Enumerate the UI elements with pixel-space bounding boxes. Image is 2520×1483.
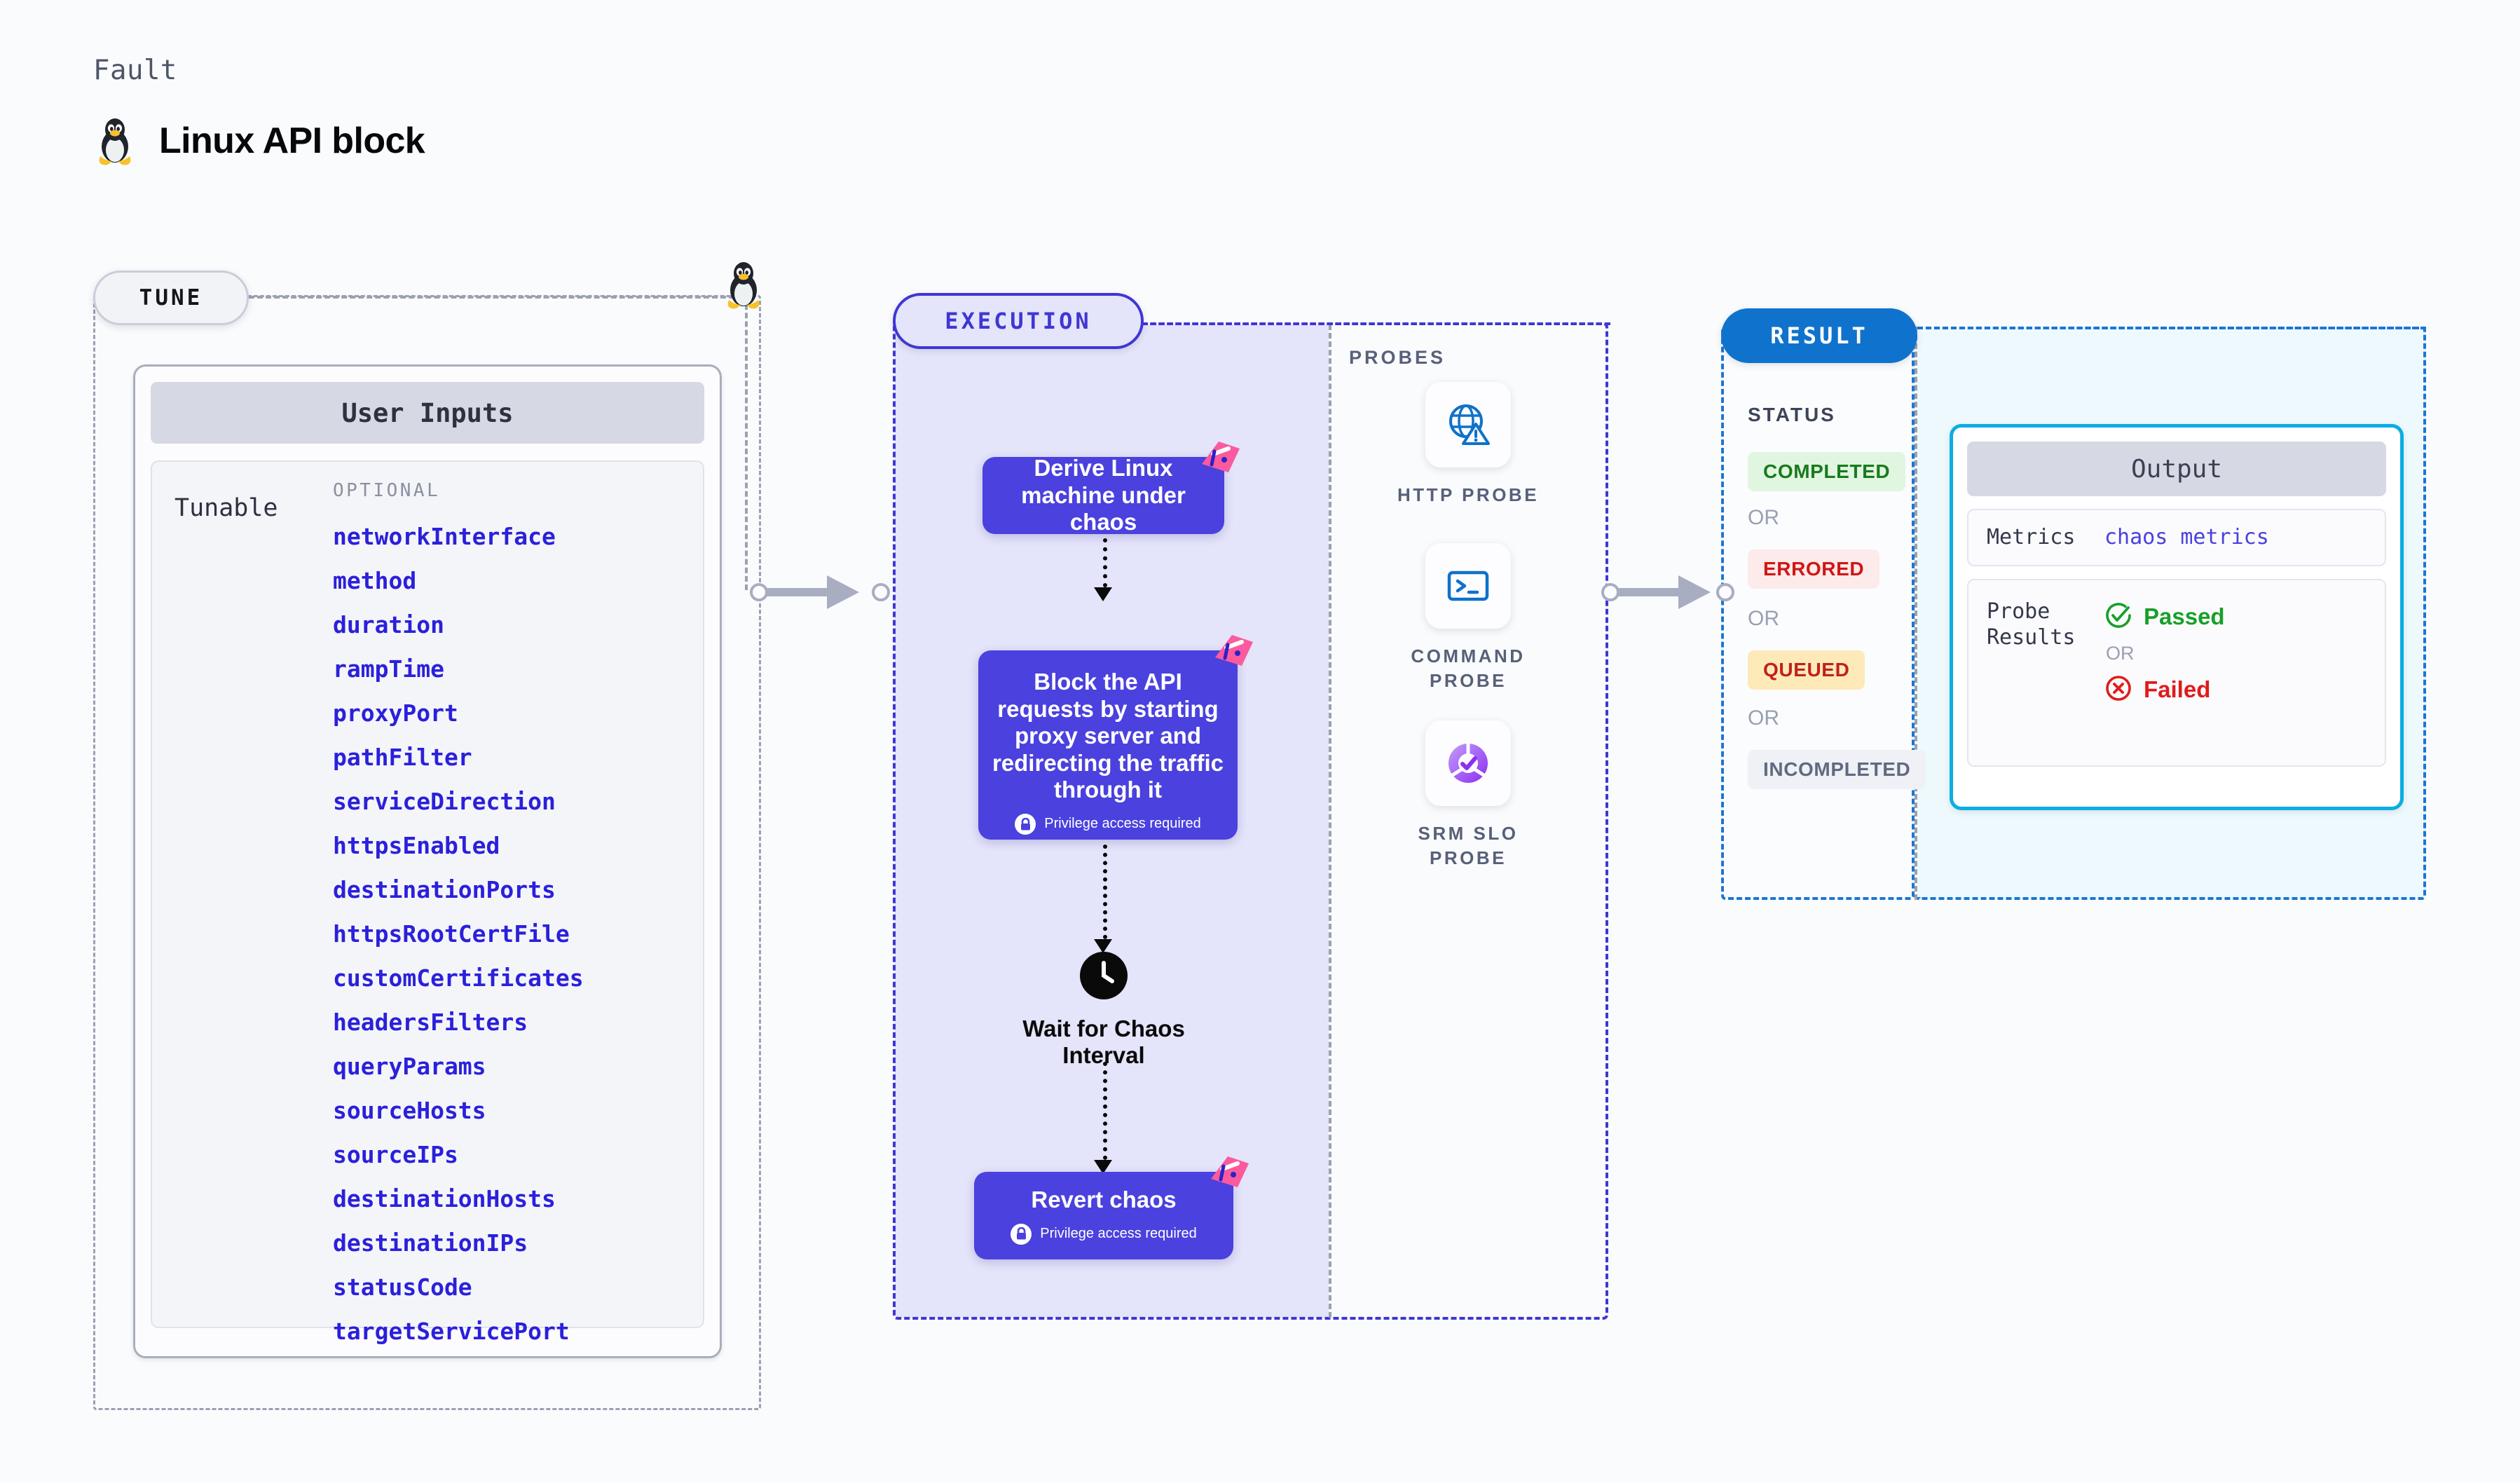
param-item[interactable]: sourceHosts <box>333 1097 486 1124</box>
param-item[interactable]: httpsRootCertFile <box>333 920 570 948</box>
result-pill[interactable]: RESULT <box>1721 308 1917 363</box>
result-container <box>1721 327 1915 900</box>
param-item[interactable]: method <box>333 567 417 594</box>
node-text: Revert chaos <box>1031 1187 1177 1213</box>
tune-pill[interactable]: TUNE <box>93 271 249 325</box>
param-item[interactable]: serviceDirection <box>333 788 556 815</box>
param-item[interactable]: headersFilters <box>333 1009 528 1036</box>
probe-result-passed: Passed <box>2104 601 2225 633</box>
tunable-params-list: OPTIONAL networkInterface method duratio… <box>333 480 584 1343</box>
tune-top-connector-line <box>249 296 743 299</box>
lock-icon <box>1011 1223 1032 1245</box>
param-item[interactable]: destinationIPs <box>333 1229 528 1257</box>
param-item[interactable]: pathFilter <box>333 744 472 771</box>
chaos-ribbon-icon <box>1198 440 1242 482</box>
user-inputs-card: User Inputs Tunable OPTIONAL networkInte… <box>133 364 722 1358</box>
or-separator: OR <box>1748 506 1779 529</box>
param-item[interactable]: rampTime <box>333 655 444 683</box>
status-badge-completed: COMPLETED <box>1748 452 1906 491</box>
execution-node-wait-for-chaos-interval[interactable]: Wait for Chaos Interval <box>1002 952 1205 1069</box>
param-item[interactable]: customCertificates <box>333 964 584 992</box>
status-badge-incompleted: INCOMPLETED <box>1748 750 1926 789</box>
param-item[interactable]: destinationHosts <box>333 1185 556 1212</box>
fault-header: Linux API block <box>93 116 425 166</box>
probes-title: PROBES <box>1349 347 1446 368</box>
page-title: Linux API block <box>159 121 425 161</box>
user-inputs-title: User Inputs <box>151 382 704 444</box>
privilege-note-text: Privilege access required <box>1040 1226 1197 1242</box>
result-top-connector-line <box>1917 327 2426 329</box>
globe-warning-icon <box>1425 382 1511 467</box>
user-inputs-body: Tunable OPTIONAL networkInterface method… <box>151 460 704 1343</box>
param-item[interactable]: sourceIPs <box>333 1141 458 1168</box>
privilege-note: Privilege access required <box>1015 814 1201 835</box>
execution-top-connector-line <box>1142 322 1610 325</box>
status-label: STATUS <box>1748 404 1836 425</box>
flow-arrow-3 <box>1094 1062 1112 1174</box>
execution-node-revert-chaos[interactable]: Revert chaos Privilege access required <box>974 1156 1249 1259</box>
terminal-icon <box>1425 543 1511 629</box>
flow-arrow-1 <box>1094 538 1112 601</box>
status-badge-errored: ERRORED <box>1748 549 1880 589</box>
param-item[interactable]: networkInterface <box>333 523 556 550</box>
node-text: Derive Linux machine under chaos <box>1021 455 1186 535</box>
probe-results-key: Probe Results <box>1987 599 2076 650</box>
connector-execution-to-result <box>1601 575 1734 609</box>
metrics-value[interactable]: chaos metrics <box>2104 525 2269 550</box>
output-card: Output Metrics chaos metrics Probe Resul… <box>1950 424 2404 810</box>
node-text: Block the API requests by starting proxy… <box>992 669 1224 803</box>
check-circle-icon <box>2104 601 2132 633</box>
output-probe-results-row: Probe Results Passed OR <box>1967 578 2386 767</box>
privilege-note: Privilege access required <box>1011 1223 1197 1245</box>
probe-srm-slo[interactable]: SRM SLO PROBE <box>1384 720 1552 870</box>
metrics-key: Metrics <box>1987 525 2076 549</box>
chaos-ribbon-icon <box>1207 1155 1252 1197</box>
probe-results-values: Passed OR Failed <box>2104 599 2225 706</box>
linux-penguin-marker-icon <box>722 259 765 313</box>
linux-penguin-icon <box>93 116 137 166</box>
lock-icon <box>1015 814 1036 835</box>
failed-label: Failed <box>2144 676 2211 702</box>
fault-kicker: Fault <box>93 55 177 86</box>
execution-pill[interactable]: EXECUTION <box>893 293 1144 349</box>
probe-command[interactable]: COMMAND PROBE <box>1384 543 1552 693</box>
clock-icon <box>1080 952 1128 1003</box>
execution-node-derive-linux-machine[interactable]: Derive Linux machine under chaos <box>982 442 1240 535</box>
privilege-note-text: Privilege access required <box>1044 816 1201 832</box>
param-item[interactable]: duration <box>333 611 444 638</box>
param-item[interactable]: targetServicePort <box>333 1318 570 1345</box>
or-separator: OR <box>2106 642 2135 664</box>
execution-probes-divider <box>1329 324 1331 1318</box>
output-metrics-row: Metrics chaos metrics <box>1967 509 2386 566</box>
probe-label: COMMAND PROBE <box>1411 645 1526 692</box>
or-separator: OR <box>1748 706 1779 730</box>
probe-label: HTTP PROBE <box>1397 484 1540 505</box>
param-item[interactable]: queryParams <box>333 1053 486 1080</box>
connector-tune-to-execution <box>750 575 890 609</box>
probe-label: SRM SLO PROBE <box>1418 823 1519 869</box>
chaos-ribbon-icon <box>1211 634 1256 676</box>
tune-right-connector-line <box>745 296 748 590</box>
or-separator: OR <box>1748 607 1779 630</box>
output-title: Output <box>1967 442 2386 496</box>
result-output-divider <box>1915 327 1917 900</box>
param-item[interactable]: statusCode <box>333 1273 472 1301</box>
x-circle-icon <box>2104 674 2132 706</box>
execution-node-block-api-requests[interactable]: Block the API requests by starting proxy… <box>978 635 1253 840</box>
flow-arrow-2 <box>1094 845 1112 953</box>
param-item[interactable]: httpsEnabled <box>333 832 500 859</box>
probe-result-failed: Failed <box>2104 674 2225 706</box>
tunable-label: Tunable <box>174 494 278 522</box>
passed-label: Passed <box>2144 603 2225 629</box>
probe-http[interactable]: HTTP PROBE <box>1384 382 1552 507</box>
param-item[interactable]: proxyPort <box>333 699 458 727</box>
param-item[interactable]: destinationPorts <box>333 876 556 903</box>
optional-group-label: OPTIONAL <box>333 480 441 501</box>
status-badge-queued: QUEUED <box>1748 650 1865 690</box>
slo-donut-check-icon <box>1425 720 1511 806</box>
